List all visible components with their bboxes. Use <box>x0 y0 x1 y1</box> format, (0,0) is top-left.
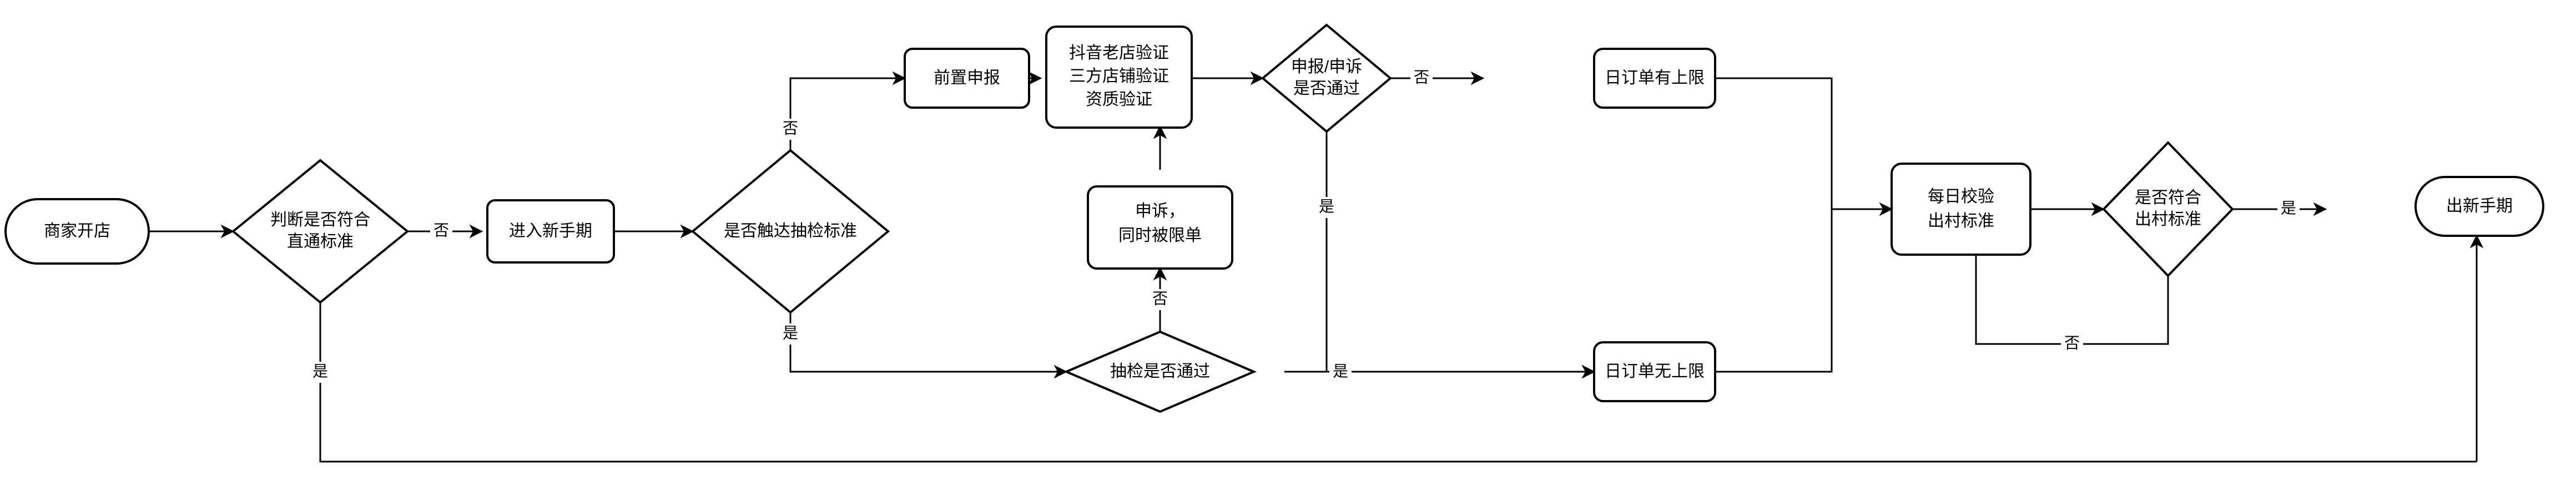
node-douyin-yanzheng[interactable]: 抖音老店验证 三方店铺验证 资质验证 <box>1045 26 1193 129</box>
node-ri-dingdan-you-shangxian[interactable]: 日订单有上限 <box>1593 48 1716 109</box>
edge-label-text: 是 <box>2281 199 2296 216</box>
edge-choujian-yes-to-chouj <box>789 272 1068 379</box>
node-shape-terminator <box>2414 176 2544 237</box>
edge-label-choujian-no: 否 <box>779 119 801 140</box>
node-shenbao-shensu-tongguo[interactable]: 申报/申诉 是否通过 <box>1261 23 1393 133</box>
edge-layer <box>149 71 2484 463</box>
node-label-line1: 申报/申诉 <box>1291 58 1362 76</box>
edge-label-text: 否 <box>783 119 798 136</box>
edge-shangxian-to-meiri <box>1715 77 1893 216</box>
node-jinru-xinshouqi[interactable]: 进入新手期 <box>486 199 615 264</box>
node-label-line1: 申诉， <box>1135 202 1185 220</box>
node-meiri-jiaoyan-chucun[interactable]: 每日校验 出村标准 <box>1891 163 2031 256</box>
edge-label-choujian-yes: 是 <box>779 323 801 345</box>
edge-label-fuhe-yes: 是 <box>2277 199 2300 220</box>
node-label: 抽检是否通过 <box>1110 362 1210 381</box>
node-shape-process <box>1593 48 1716 109</box>
node-shape-process <box>904 48 1030 109</box>
node-shape-process <box>1593 341 1716 402</box>
node-label: 出新手期 <box>2446 197 2513 215</box>
edge-label-shenbao-no: 否 <box>1410 68 1433 89</box>
node-shape-decision <box>1063 330 1257 413</box>
node-shape-decision <box>1261 23 1393 133</box>
edge-label-text: 是 <box>783 324 798 341</box>
node-shape-decision <box>2102 141 2234 277</box>
node-ri-dingdan-wu-shangxian[interactable]: 日订单无上限 <box>1593 341 1716 402</box>
edge-label-text: 否 <box>2064 334 2080 351</box>
node-label-line2: 是否通过 <box>1293 79 1360 98</box>
node-layer: 商家开店 判断是否符合 直通标准 进入新手期 是否触达抽检标准 前置申报 抖音老… <box>4 23 2544 413</box>
node-label-line2: 出村标准 <box>2135 210 2201 229</box>
node-shape-process <box>486 199 615 264</box>
node-chu-xinshouqi[interactable]: 出新手期 <box>2414 176 2544 237</box>
node-label-line2: 直通标准 <box>287 232 354 251</box>
edge-label-chouj-yes: 是 <box>1329 362 1352 383</box>
node-label-line3: 资质验证 <box>1086 90 1152 109</box>
node-shifou-chouda-choujian[interactable]: 是否触达抽检标准 <box>690 149 890 314</box>
edge-label-text: 否 <box>433 221 449 239</box>
edge-label-text: 是 <box>312 362 328 379</box>
node-choujian-shifou-tongguo[interactable]: 抽检是否通过 <box>1063 330 1257 413</box>
node-shifou-fuhe-chucun[interactable]: 是否符合 出村标准 <box>2102 141 2234 277</box>
edge-label-shenbao-yes: 是 <box>1315 197 1338 218</box>
node-shensu-xiandan[interactable]: 申诉， 同时被限单 <box>1087 185 1233 270</box>
node-label: 前置申报 <box>934 69 1000 87</box>
node-shang-jia-kai-dian[interactable]: 商家开店 <box>4 198 150 265</box>
edge-label-panduan-yes: 是 <box>309 362 331 383</box>
node-label: 商家开店 <box>44 222 110 240</box>
node-shape-process <box>1087 185 1233 270</box>
edge-label-fuhe-no: 否 <box>2061 333 2083 355</box>
node-label-line2: 出村标准 <box>1928 212 1994 230</box>
node-panduan-zhitong[interactable]: 判断是否符合 直通标准 <box>231 159 410 304</box>
node-label-line1: 抖音老店验证 <box>1069 44 1169 62</box>
node-shape-terminator <box>4 198 150 265</box>
edge-label-chouj-no: 否 <box>1149 289 1171 310</box>
edge-label-panduan-no: 否 <box>430 221 452 242</box>
node-label: 是否触达抽检标准 <box>724 222 857 240</box>
edge-label-layer: 否 是 否 是 否 是 否 <box>309 68 2300 383</box>
node-shape-decision <box>231 159 410 304</box>
node-label-line2: 同时被限单 <box>1118 226 1202 245</box>
edge-label-text: 是 <box>1333 362 1348 379</box>
node-label-line1: 每日校验 <box>1928 188 1994 206</box>
edge-wushangxian-to-meiri <box>1715 209 1833 373</box>
node-qianzhi-shenbao[interactable]: 前置申报 <box>904 48 1030 109</box>
edge-label-text: 是 <box>1319 198 1334 215</box>
node-label-line2: 三方店铺验证 <box>1069 67 1169 85</box>
node-label-line1: 判断是否符合 <box>270 211 370 229</box>
edge-shenbao-yes-down <box>1325 125 1596 379</box>
node-label: 日订单有上限 <box>1605 69 1705 87</box>
node-label: 日订单无上限 <box>1605 362 1705 381</box>
node-shape-decision <box>690 149 890 314</box>
node-label: 进入新手期 <box>509 222 592 240</box>
node-shape-process <box>1045 26 1193 129</box>
node-label-line1: 是否符合 <box>2135 189 2201 207</box>
edge-panduan-yes-down <box>319 302 2477 463</box>
node-shape-process <box>1891 163 2031 256</box>
edge-label-text: 否 <box>1414 68 1429 85</box>
edge-label-text: 否 <box>1152 290 1168 307</box>
